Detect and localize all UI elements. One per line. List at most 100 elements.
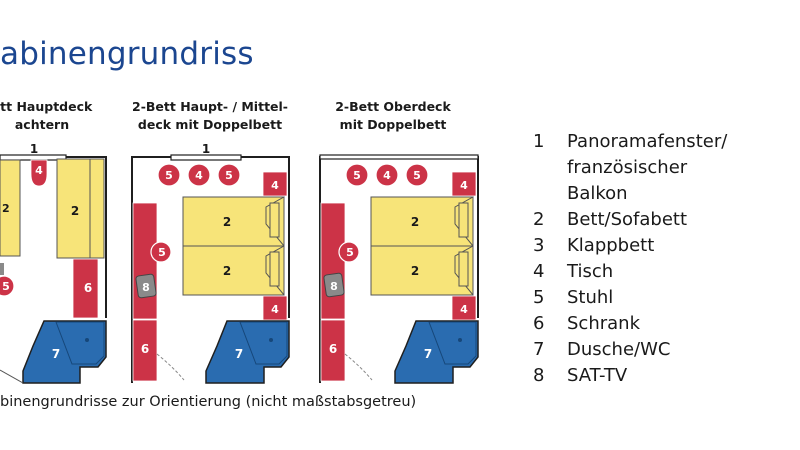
pillow [269,251,280,287]
chair [157,163,181,187]
bathroom [22,320,107,384]
table-number: 4 [383,169,391,182]
legend-item: 3 Klappbett [533,233,782,259]
chair [345,163,369,187]
cabin-title-line: ett Hauptdeck [0,99,93,114]
table-number: 4 [460,179,468,192]
legend-number: 2 [533,209,545,230]
bed-number: 2 [2,202,10,215]
tv-number: 8 [142,281,150,294]
shower [55,321,105,365]
shower-drain [85,338,89,342]
legend-label: Panoramafenster/ französischer Balkon [567,131,728,204]
bed-number: 2 [411,264,419,278]
table-number: 4 [460,303,468,316]
bed-number: 2 [223,215,231,229]
cabin-title-line: 2-Bett Haupt- / Mittel- [132,99,288,114]
bathroom-number: 7 [52,347,60,361]
legend-item: 6 Schrank [533,311,782,337]
chair-number: 5 [165,169,173,182]
chair-number: 5 [413,169,421,182]
legend-item: 2 Bett/Sofabett [533,207,782,233]
chair-number: 5 [2,280,10,293]
tv [323,272,345,298]
bed-number: 2 [71,204,79,218]
wardrobe-number: 6 [329,342,337,356]
bathroom-number: 7 [424,347,432,361]
legend-label: Bett/Sofabett [567,209,688,230]
cabin-title-line: 2-Bett Oberdeck [335,99,451,114]
shower-drain [269,338,273,342]
chair [150,241,172,263]
page-title: abinengrundriss [0,36,254,72]
table-number: 4 [195,169,203,182]
bed [370,245,474,296]
legend-label: Klappbett [567,235,655,256]
bed [56,158,105,259]
tv [0,263,4,275]
bed-number: 2 [223,264,231,278]
bathroom-number: 7 [235,347,243,361]
shower-drain [458,338,462,342]
door-swing [0,369,24,384]
table [187,163,211,187]
chair [217,163,241,187]
table [30,159,48,187]
wardrobe [72,258,99,319]
cabin-title-line: achtern [14,117,70,132]
bed [182,245,285,296]
chair-number: 5 [158,246,166,259]
table [451,171,477,197]
legend-number: 5 [533,287,545,308]
bed [370,196,474,247]
legend-item: 4 Tisch [533,259,782,285]
panorama-window [170,154,242,161]
shower [428,321,477,365]
legend-number: 8 [533,365,545,386]
legend-label: Stuhl [567,287,614,308]
chair-number: 5 [346,246,354,259]
legend-item: 8 SAT-TV [533,363,782,389]
bed [182,196,285,247]
table-number: 4 [271,179,279,192]
table [262,171,288,197]
pillow [269,202,280,238]
table [375,163,399,187]
legend-number: 3 [533,235,545,256]
legend-label: SAT-TV [567,365,628,386]
bathroom [205,320,290,384]
wardrobe [320,319,346,382]
wardrobe [132,319,158,382]
shower [239,321,288,365]
chair [0,275,15,297]
bed-number: 2 [411,215,419,229]
legend-item: 1 Panoramafenster/ französischer Balkon [533,129,782,207]
table-number: 4 [271,303,279,316]
legend-number: 7 [533,339,545,360]
sideboard [132,202,158,320]
legend-number: 1 [533,131,545,152]
window-number: 1 [202,142,210,156]
legend-number: 4 [533,261,545,282]
window-number: 1 [30,142,38,156]
legend-label: Schrank [567,313,640,334]
cabin-plan-oberdeck: 5 4 5 4 2 2 4 8 5 6 7 [319,154,479,384]
legend-label: Tisch [567,261,614,282]
pillow [458,202,469,238]
bathroom [394,320,479,384]
cabin-plan-haupt-mitteldeck: 1 5 4 5 4 2 2 4 8 5 6 7 [131,142,290,384]
wardrobe-number: 6 [84,281,92,295]
wardrobe-number: 6 [141,342,149,356]
pillow [458,251,469,287]
table-number: 4 [35,164,43,177]
legend-number: 6 [533,313,545,334]
legend: 1 Panoramafenster/ französischer Balkon 2… [533,129,782,389]
bed [0,159,21,257]
door-swing [156,353,185,381]
panorama-window [319,154,479,160]
tv-number: 8 [330,280,338,293]
cabin-title-haupt-mitteldeck: 2-Bett Haupt- / Mittel- deck mit Doppelb… [130,98,290,134]
table [451,295,477,321]
